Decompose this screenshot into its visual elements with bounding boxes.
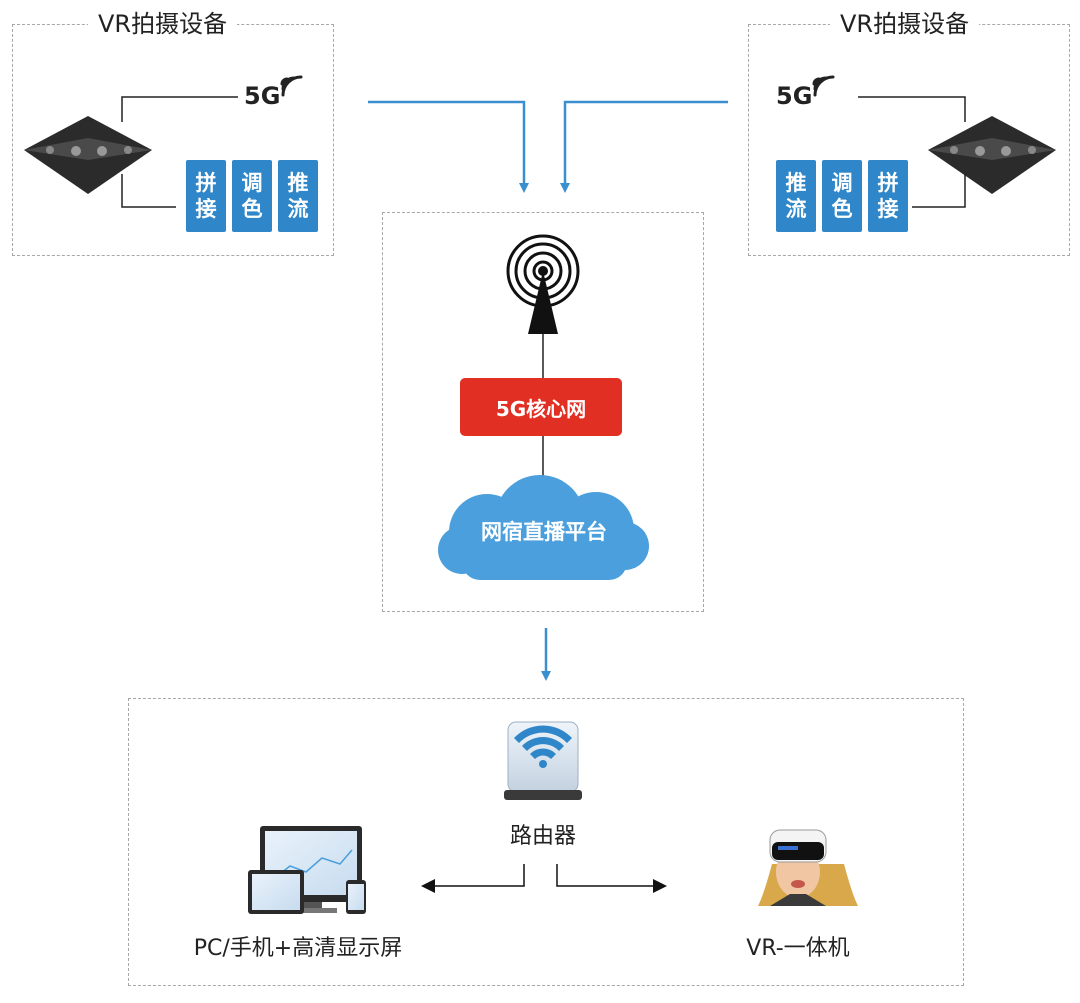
- tile-char: 调: [831, 171, 853, 195]
- right-camera-tiles-line: [912, 174, 966, 208]
- right-device-title: VR拍摄设备: [830, 10, 980, 38]
- left-tile-color: 调 色: [232, 160, 272, 232]
- left-device-title: VR拍摄设备: [88, 10, 238, 38]
- core-network-box: 5G核心网: [460, 378, 622, 436]
- right-5g-label: 5G: [776, 82, 813, 110]
- tile-char: 色: [831, 197, 853, 221]
- pc-label: PC/手机+高清显示屏: [193, 936, 403, 961]
- antenna-tower-icon: [506, 234, 580, 334]
- right-tile-stream: 推 流: [776, 160, 816, 232]
- left-5g-label: 5G: [244, 82, 281, 110]
- left-signal-waves-icon: [280, 75, 303, 97]
- tile-char: 推: [287, 171, 309, 195]
- tile-char: 拼: [877, 171, 899, 195]
- left-camera-tiles-line: [121, 174, 176, 208]
- tile-char: 流: [785, 197, 807, 221]
- left-camera-signal-line: [121, 96, 238, 122]
- router-to-vr-arrow: [556, 864, 667, 893]
- left-tile-stream: 推 流: [278, 160, 318, 232]
- right-camera-signal-line: [858, 96, 966, 122]
- pc-phone-display-icon: [248, 826, 366, 914]
- left-upload-arrow: [368, 100, 529, 193]
- right-signal-waves-icon: [812, 75, 835, 97]
- tile-char: 接: [877, 197, 899, 221]
- client-devices-group: [128, 698, 964, 986]
- right-tile-color: 调 色: [822, 160, 862, 232]
- tile-char: 流: [287, 197, 309, 221]
- left-tile-stitch: 拼 接: [186, 160, 226, 232]
- cloud-platform-icon: [438, 475, 649, 580]
- right-vr-camera-icon: [928, 116, 1056, 194]
- tile-char: 色: [241, 197, 263, 221]
- vr-label: VR-一体机: [746, 936, 850, 961]
- router-label: 路由器: [509, 824, 576, 849]
- center-platform-group: [382, 212, 704, 612]
- router-icon: [504, 721, 582, 800]
- core-network-label: 5G核心网: [495, 396, 587, 421]
- platform-label: 网宿直播平台: [481, 520, 607, 544]
- left-vr-camera-icon: [24, 116, 152, 194]
- tile-char: 调: [241, 171, 263, 195]
- vr-headset-person-icon: [758, 829, 858, 906]
- tile-char: 接: [195, 197, 217, 221]
- router-to-pc-arrow: [421, 864, 525, 893]
- right-tile-stitch: 拼 接: [868, 160, 908, 232]
- right-upload-arrow: [560, 100, 728, 193]
- tile-char: 拼: [195, 171, 217, 195]
- tile-char: 推: [785, 171, 807, 195]
